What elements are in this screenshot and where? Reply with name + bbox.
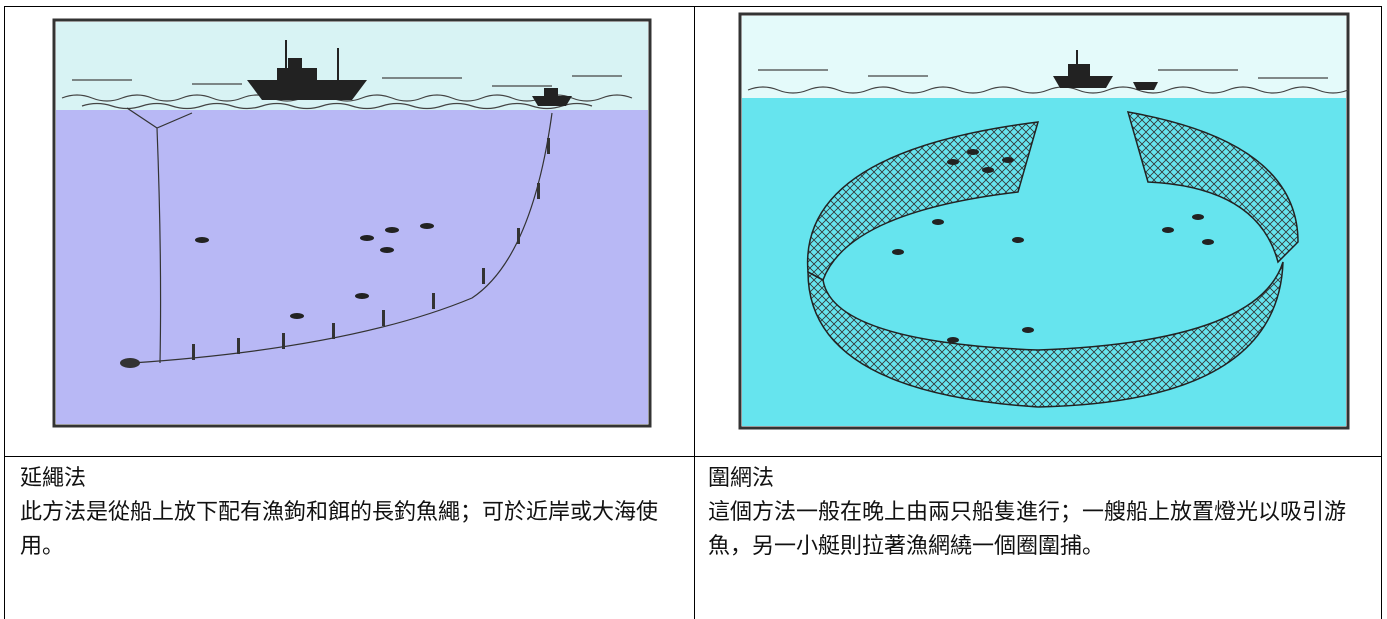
table-border-top: [4, 6, 1382, 7]
anchor-weight-icon: [120, 358, 140, 368]
longline-illustration: [52, 18, 652, 428]
net-wall: [806, 111, 1299, 408]
purse-seine-description: 這個方法一般在晚上由兩只船隻進行；一艘船上放置燈光以吸引游魚，另一小艇則拉著漁網…: [708, 500, 1347, 559]
skiff-icon: [1133, 82, 1158, 90]
small-boat-icon: [532, 88, 572, 106]
fish-school: [892, 149, 1214, 343]
purse-seine-title: 圍網法: [708, 466, 775, 491]
fish-school: [195, 223, 434, 319]
purse-seine-caption: 圍網法 這個方法一般在晚上由兩只船隻進行；一艘船上放置燈光以吸引游魚，另一小艇則…: [708, 462, 1372, 564]
purse-seine-ship-icon: [1053, 50, 1113, 88]
hook-marks: [192, 138, 550, 360]
purse-seine-illustration: [738, 12, 1350, 430]
longline-title: 延繩法: [20, 466, 87, 491]
table-border-left: [4, 6, 5, 619]
fishing-ship-icon: [247, 40, 367, 100]
table-border-right: [1381, 6, 1382, 619]
longline-caption: 延繩法 此方法是從船上放下配有漁鉤和餌的長釣魚繩；可於近岸或大海使用。: [20, 462, 680, 564]
longline-description: 此方法是從船上放下配有漁鉤和餌的長釣魚繩；可於近岸或大海使用。: [20, 500, 659, 559]
row-divider: [4, 456, 1382, 457]
comparison-table: 延繩法 此方法是從船上放下配有漁鉤和餌的長釣魚繩；可於近岸或大海使用。 圍網法 …: [4, 6, 1382, 619]
column-divider: [694, 6, 695, 619]
